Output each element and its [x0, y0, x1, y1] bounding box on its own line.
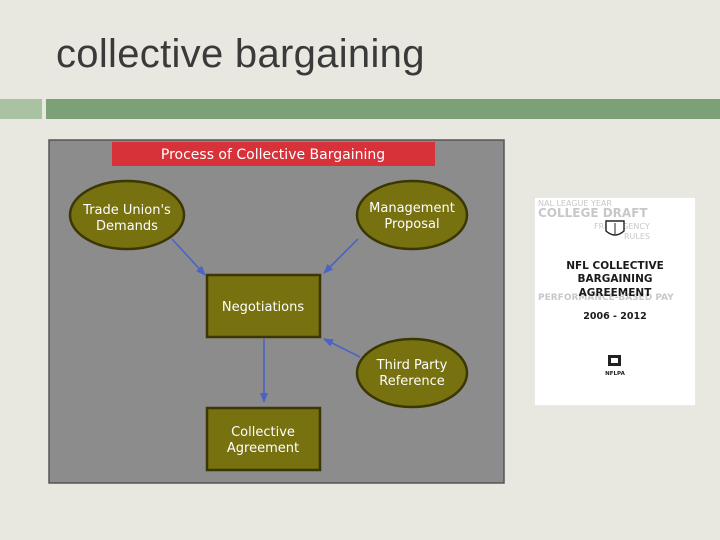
nflpa-logo-label: NFLPA [605, 371, 625, 377]
arrow-management-to-negotiations [323, 238, 359, 274]
cover-title-line: NFL COLLECTIVE [566, 260, 664, 272]
arrow-union-to-negotiations [171, 238, 206, 276]
cover-title-line: BARGAINING [578, 273, 653, 285]
node-label-line: Management [369, 201, 455, 216]
node-trade-union-demands: Trade Union's Demands [68, 179, 186, 251]
node-label-line: Demands [96, 219, 158, 234]
nflpa-logo-icon [608, 355, 621, 366]
cover-years: 2006 - 2012 [583, 311, 646, 322]
collective-bargaining-diagram: Process of Collective Bargaining Trade U… [48, 139, 505, 484]
node-management-proposal: Management Proposal [355, 179, 469, 251]
diagram-title-bar [112, 142, 435, 166]
node-label-line: Negotiations [222, 300, 305, 315]
cover-bg-text: RULES [624, 232, 650, 241]
nfl-shield-icon [605, 220, 625, 236]
cover-bg-text: NAL LEAGUE YEAR [538, 199, 612, 208]
title-rule [46, 99, 720, 119]
node-label-line: Reference [379, 374, 444, 389]
node-negotiations: Negotiations [205, 273, 322, 339]
node-third-party-reference: Third Party Reference [355, 337, 469, 409]
nfl-cba-cover-image: NAL LEAGUE YEAR COLLEGE DRAFT FREE AGENC… [534, 197, 696, 406]
slide-title: collective bargaining [56, 32, 425, 76]
cover-bg-text: PERFORMANCE-BASED PAY [538, 293, 674, 303]
diagram-title: Process of Collective Bargaining [161, 147, 385, 163]
node-label-line: Collective [231, 425, 295, 440]
node-label-line: Third Party [376, 358, 448, 373]
node-label-line: Trade Union's [82, 203, 171, 218]
node-label-line: Agreement [227, 441, 299, 456]
title-rule-accent [0, 99, 42, 119]
node-label-line: Proposal [384, 217, 439, 232]
cover-bg-text: COLLEGE DRAFT [538, 206, 648, 220]
arrow-thirdparty-to-negotiations [323, 338, 361, 358]
node-collective-agreement: Collective Agreement [205, 406, 322, 472]
cover-title-line: AGREEMENT [579, 287, 653, 299]
